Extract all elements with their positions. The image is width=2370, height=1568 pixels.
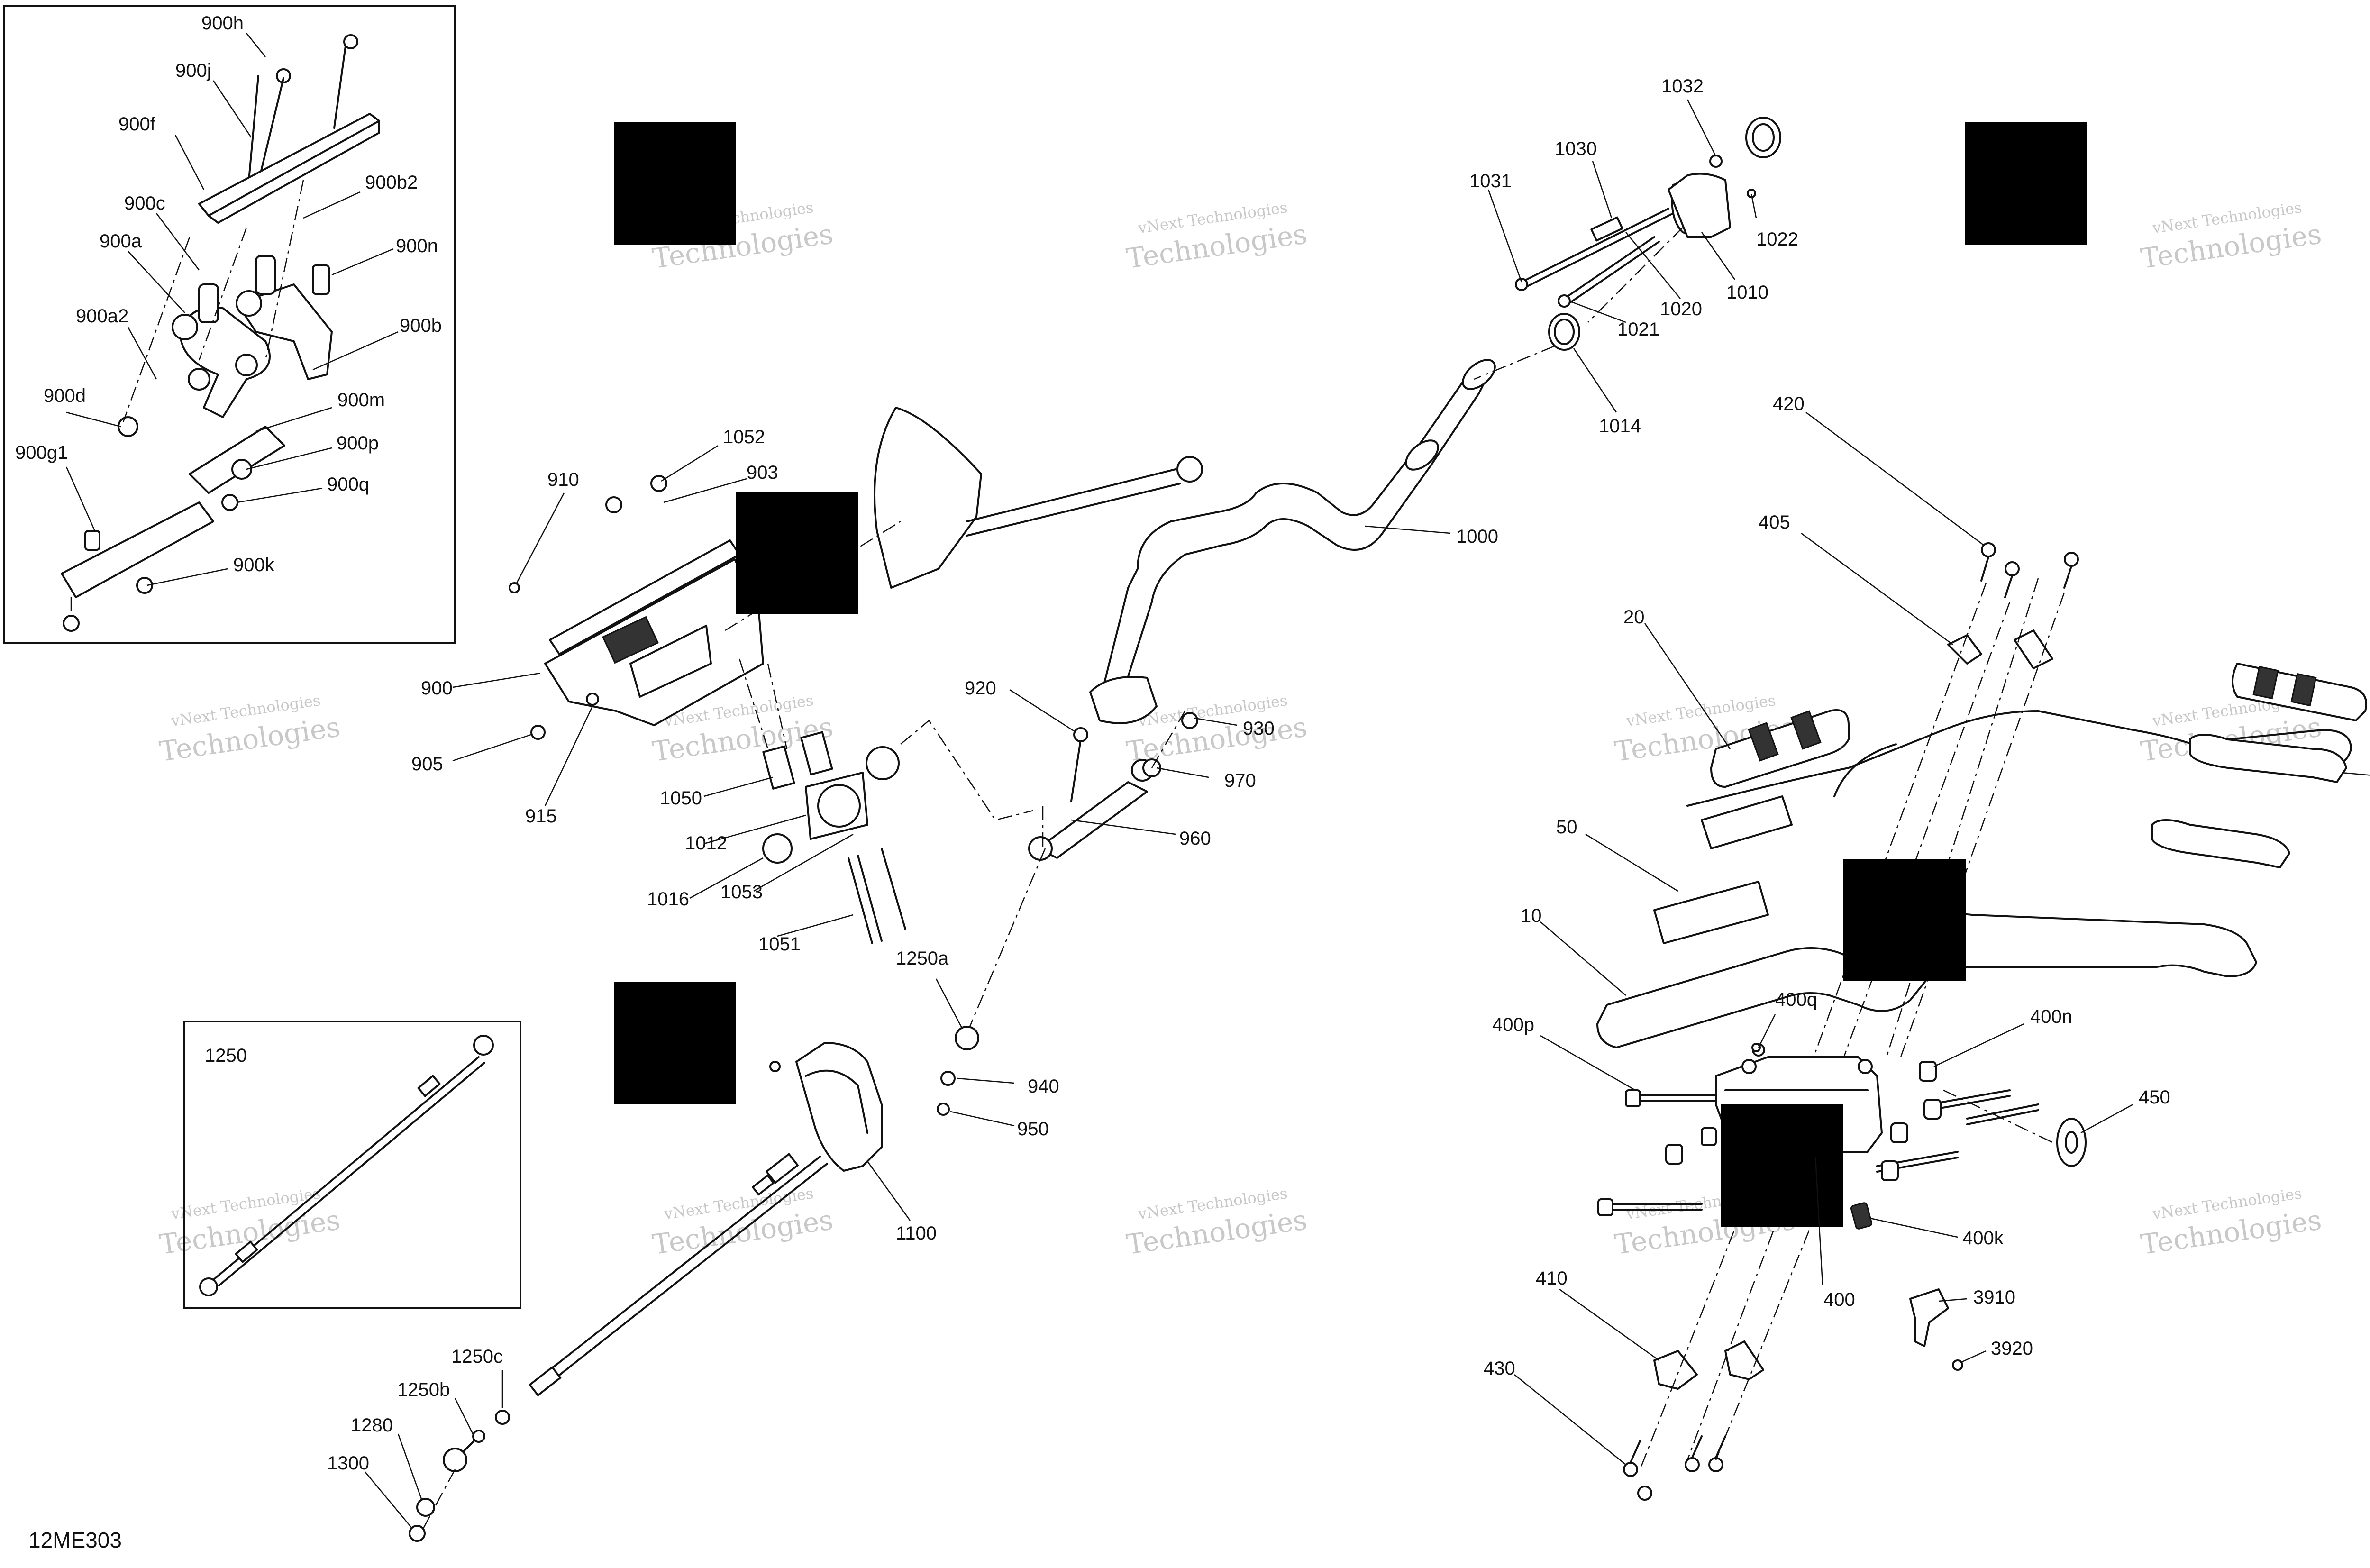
callout-label: 1053: [720, 882, 763, 903]
callout-label: 900j: [175, 60, 211, 81]
callout-labels: 900h 900j 900f 900c 900b2 900a 900n 900a…: [15, 13, 2170, 1474]
callout-label: 1031: [1469, 171, 1512, 191]
callout-label: 930: [1243, 718, 1275, 739]
callout-label: 900b2: [365, 172, 418, 193]
callout-label: 3920: [1991, 1338, 2033, 1359]
callout-label: 910: [547, 469, 579, 490]
callout-label: 940: [1028, 1076, 1059, 1097]
callout-label: 960: [1179, 828, 1211, 849]
callout-label: 1030: [1555, 138, 1597, 159]
redaction-block: [736, 492, 858, 614]
redaction-block: [1965, 122, 2087, 245]
handlebar-assembly: [1596, 542, 2367, 1501]
watermark: vNext Technologies Technologies: [157, 691, 342, 768]
watermark: vNext Technologies Technologies: [1124, 1184, 1309, 1261]
callout-label: 1250a: [896, 948, 949, 969]
callout-label: 1021: [1617, 319, 1659, 340]
watermark: vNext Technologies Technologies: [2139, 198, 2324, 275]
callout-label: 405: [1759, 512, 1790, 533]
redaction-block: [1843, 859, 1966, 981]
callout-label: 900p: [337, 433, 379, 454]
watermark: vNext Technologies Technologies: [2139, 1184, 2324, 1261]
inset-1250-title: 1250: [205, 1045, 247, 1066]
callout-label: 1000: [1456, 526, 1498, 547]
leader-lines: [65, 33, 2370, 1529]
callout-label: 1300: [327, 1453, 369, 1474]
callout-label: 900d: [44, 385, 86, 406]
callout-label: 1280: [351, 1415, 393, 1436]
redaction-block: [1721, 1104, 1843, 1227]
callout-label: 400p: [1492, 1014, 1534, 1035]
callout-label: 900c: [124, 193, 165, 214]
callout-label: 900h: [201, 13, 244, 34]
callout-label: 1012: [685, 833, 727, 854]
callout-label: 400n: [2030, 1006, 2072, 1027]
callout-label: 1016: [647, 889, 689, 910]
callout-label: 1032: [1661, 76, 1704, 97]
mount-assembly: [509, 407, 1203, 944]
callout-label: 410: [1536, 1268, 1568, 1289]
inset-1250-cable: [199, 1035, 494, 1296]
callout-label: 3910: [1973, 1287, 2015, 1308]
callout-label: 1010: [1726, 282, 1768, 303]
inset-900-frame: [3, 5, 456, 644]
callout-label: 900b: [400, 315, 442, 336]
top-clamp: [1474, 117, 1781, 380]
callout-label: 1022: [1756, 229, 1798, 250]
callout-label: 900n: [396, 236, 438, 256]
callout-label: 905: [411, 754, 443, 775]
redaction-block: [614, 982, 736, 1104]
callout-label: 900g1: [15, 442, 68, 463]
callout-label: 10: [1521, 905, 1542, 926]
callout-label: 20: [1623, 607, 1645, 628]
steering-column: [966, 359, 1496, 1034]
callout-label: 970: [1224, 770, 1256, 791]
callout-label: 1020: [1660, 299, 1702, 319]
watermarks: vNext Technologies Technologies vNext Te…: [157, 198, 2324, 1261]
watermark: vNext Technologies Technologies: [650, 1184, 835, 1261]
callout-label: 900: [421, 678, 453, 699]
callout-label: 400k: [1962, 1228, 2004, 1249]
callout-label: 1051: [758, 934, 801, 955]
callout-label: 903: [747, 462, 778, 483]
callout-label: 450: [2139, 1087, 2170, 1108]
redaction-block: [614, 122, 736, 245]
callout-label: 900m: [337, 390, 385, 410]
callout-label: 400q: [1775, 989, 1817, 1010]
callout-label: 1250c: [451, 1346, 503, 1367]
callout-label: 920: [965, 678, 996, 699]
diagram-code: 12ME303: [28, 1528, 122, 1552]
callout-label: 900q: [327, 474, 369, 495]
callout-label: 900f: [118, 114, 156, 135]
inset-900-parts: [61, 34, 380, 632]
callout-label: 1014: [1599, 416, 1641, 437]
callout-label: 420: [1773, 393, 1805, 414]
callout-label: 400: [1823, 1289, 1855, 1310]
callout-label: 430: [1484, 1358, 1515, 1379]
callout-label: 1050: [660, 788, 702, 809]
inset-1250-frame: [183, 1021, 521, 1309]
watermark: vNext Technologies Technologies: [1124, 198, 1309, 275]
callout-label: 50: [1556, 817, 1577, 838]
callout-label: 900k: [233, 555, 275, 575]
callout-label: 915: [525, 806, 557, 827]
callout-label: 1100: [896, 1223, 937, 1244]
callout-label: 900a2: [76, 306, 128, 327]
callout-label: 900a: [100, 231, 142, 252]
callout-label: 1250b: [397, 1379, 450, 1400]
callout-label: 1052: [723, 427, 765, 447]
lower-steering: [409, 1026, 979, 1542]
callout-label: 950: [1017, 1119, 1049, 1140]
